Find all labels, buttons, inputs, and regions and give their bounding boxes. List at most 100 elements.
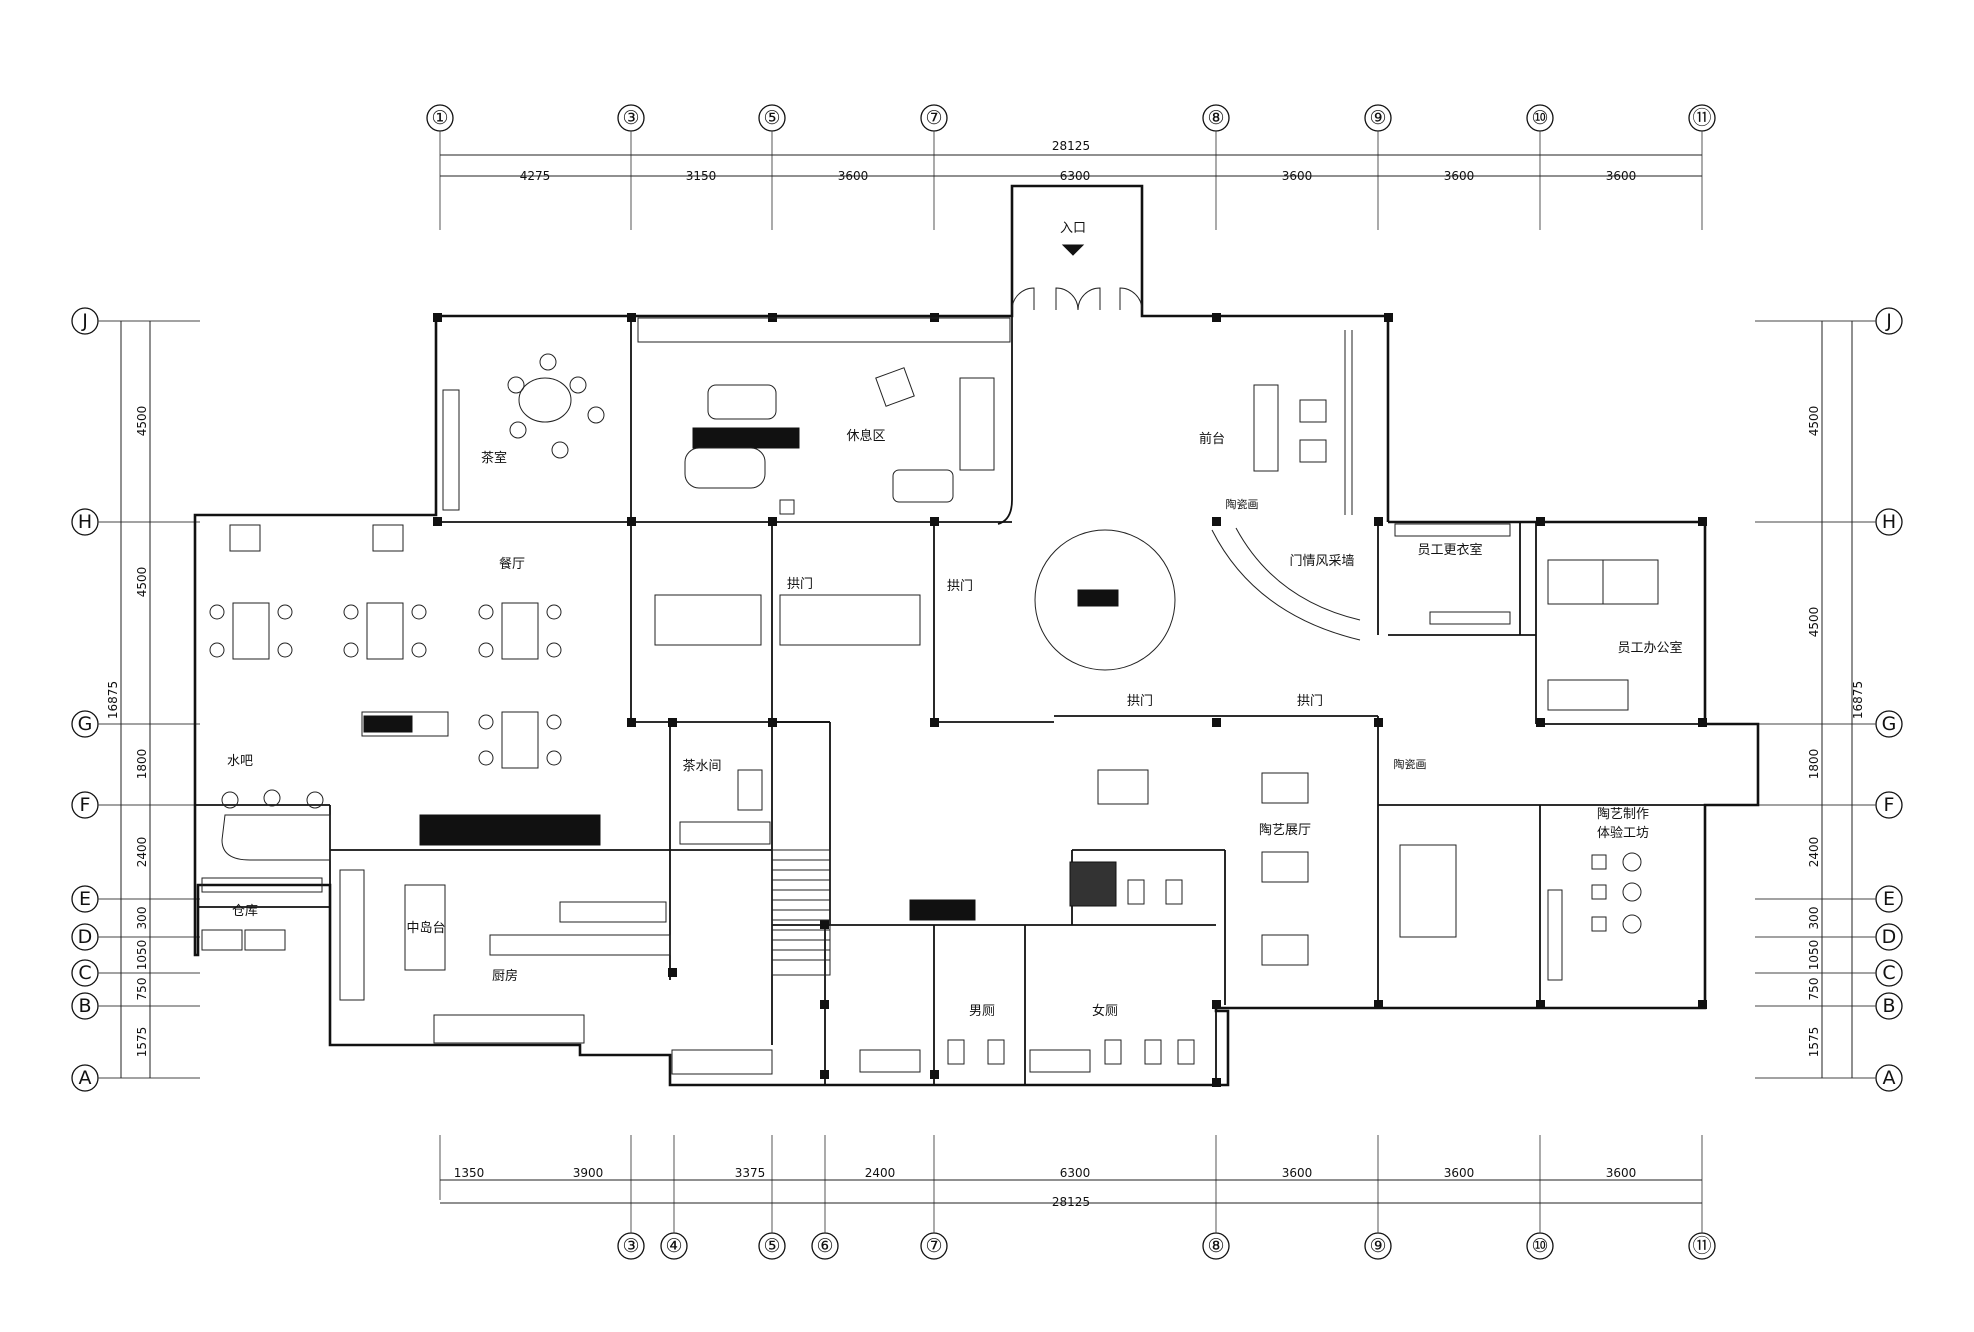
grid-bubble-top: ⑨ <box>1364 104 1392 132</box>
grid-bubble-right: J <box>1875 307 1903 335</box>
kitchen-equipment <box>339 814 773 1075</box>
dim-right-seg: 1800 <box>1807 749 1821 780</box>
dim-bottom-seg: 3600 <box>1606 1166 1637 1180</box>
label-ceramic-display-wall: 陶瓷画 <box>1226 497 1259 511</box>
reception-desk <box>1253 330 1353 515</box>
grid-bubble-top: ⑪ <box>1688 104 1716 132</box>
dim-left-seg: 1575 <box>135 1027 149 1058</box>
svg-text:J: J <box>81 310 88 332</box>
dim-top-seg: 3600 <box>838 169 869 183</box>
grid-bubble-right: G <box>1875 710 1903 738</box>
svg-text:E: E <box>1883 888 1895 910</box>
dim-right-seg: 1050 <box>1807 940 1821 971</box>
planter-strip <box>637 317 1011 343</box>
grid-bubble-top: ⑩ <box>1526 104 1554 132</box>
grid-bubble-right: E <box>1875 885 1903 913</box>
bottom-dimension-chain: 1350 3900 3375 2400 6300 3600 3600 3600 … <box>440 1166 1702 1209</box>
round-display <box>1034 529 1176 671</box>
grid-bubble-left: G <box>71 710 99 738</box>
water-bar-counter <box>201 789 331 893</box>
label-storage: 仓库 <box>232 903 258 919</box>
label-workshop-line2: 体验工坊 <box>1597 825 1649 841</box>
grid-bubble-top: ⑦ <box>920 104 948 132</box>
grid-bubble-top: ③ <box>617 104 645 132</box>
ceramic-display-tables <box>1097 769 1457 966</box>
svg-text:⑩: ⑩ <box>1531 1235 1548 1257</box>
dim-bottom-seg: 3600 <box>1444 1166 1475 1180</box>
label-pantry: 茶水间 <box>682 758 721 774</box>
top-dimension-chain: 28125 4275 3150 3600 6300 3600 3600 3600 <box>440 139 1702 183</box>
dim-right-seg: 2400 <box>1807 837 1821 868</box>
dim-top-total: 28125 <box>1052 139 1090 153</box>
dim-left-seg: 1800 <box>135 749 149 780</box>
svg-text:J: J <box>1885 310 1892 332</box>
label-womens-wc: 女厕 <box>1092 1003 1118 1019</box>
svg-text:③: ③ <box>622 1235 639 1257</box>
svg-text:⑦: ⑦ <box>925 107 942 129</box>
right-grid-axes: J H G F E D C B A <box>1875 307 1903 1092</box>
svg-text:F: F <box>1884 794 1895 816</box>
grid-bubble-top: ① <box>426 104 454 132</box>
dim-bottom-total: 28125 <box>1052 1195 1090 1209</box>
svg-text:B: B <box>1882 995 1895 1017</box>
grid-bubble-bottom: ⑦ <box>920 1232 948 1260</box>
svg-text:A: A <box>1883 1067 1896 1089</box>
grid-bubble-bottom: ④ <box>660 1232 688 1260</box>
grid-bubble-left: C <box>71 959 99 987</box>
dim-bottom-seg: 3900 <box>573 1166 604 1180</box>
room-labels: 入口 茶室 休息区 前台 餐厅 拱门 拱门 拱门 拱门 门情风采墙 陶瓷画 员工… <box>227 221 1683 1019</box>
dim-left-seg: 750 <box>135 978 149 1001</box>
svg-text:D: D <box>1882 926 1897 948</box>
svg-text:H: H <box>1882 511 1896 533</box>
grid-bubble-top: ⑤ <box>758 104 786 132</box>
label-entrance: 入口 <box>1060 221 1086 236</box>
entrance-doors <box>1011 244 1143 311</box>
label-arch-2: 拱门 <box>947 579 973 594</box>
grid-bubble-bottom: ⑧ <box>1202 1232 1230 1260</box>
dim-right-total: 16875 <box>1851 681 1865 719</box>
dim-right-seg: 750 <box>1807 978 1821 1001</box>
grid-bubble-right: C <box>1875 959 1903 987</box>
grid-bubble-bottom: ③ <box>617 1232 645 1260</box>
svg-text:⑨: ⑨ <box>1369 107 1386 129</box>
svg-text:⑪: ⑪ <box>1692 107 1711 129</box>
svg-text:H: H <box>78 511 92 533</box>
label-water-bar: 水吧 <box>227 754 253 769</box>
label-arch-3: 拱门 <box>1127 694 1153 709</box>
label-reception: 前台 <box>1199 431 1225 447</box>
grid-bubble-bottom: ⑨ <box>1364 1232 1392 1260</box>
grid-bubble-left: H <box>71 508 99 536</box>
left-dimension-chain: 16875 4500 4500 1800 2400 300 1050 750 1… <box>106 321 151 1078</box>
svg-text:⑦: ⑦ <box>925 1235 942 1257</box>
dim-bottom-seg: 1350 <box>454 1166 485 1180</box>
grid-bubble-left: D <box>71 923 99 951</box>
svg-text:⑧: ⑧ <box>1207 107 1224 129</box>
dim-top-seg: 3600 <box>1444 169 1475 183</box>
svg-text:C: C <box>1882 962 1895 984</box>
pantry-counter <box>679 769 771 845</box>
dim-bottom-seg: 2400 <box>865 1166 896 1180</box>
grid-bubble-left: A <box>71 1064 99 1092</box>
grid-bubble-bottom: ⑪ <box>1688 1232 1716 1260</box>
label-dining-hall: 餐厅 <box>499 556 525 572</box>
svg-text:⑤: ⑤ <box>763 107 780 129</box>
svg-text:⑩: ⑩ <box>1531 107 1548 129</box>
staircase <box>771 849 831 976</box>
dim-top-seg: 3600 <box>1606 169 1637 183</box>
dim-left-seg: 2400 <box>135 837 149 868</box>
svg-text:④: ④ <box>665 1235 682 1257</box>
dim-bottom-seg: 3375 <box>735 1166 766 1180</box>
grid-bubble-right: H <box>1875 508 1903 536</box>
svg-text:D: D <box>78 926 93 948</box>
dining-tables <box>209 524 562 769</box>
label-workshop-line1: 陶艺制作 <box>1597 806 1649 822</box>
grid-bubble-left: E <box>71 885 99 913</box>
grid-bubble-right: D <box>1875 923 1903 951</box>
grid-bubble-bottom: ⑥ <box>811 1232 839 1260</box>
top-grid-axes: ① ③ ⑤ ⑦ ⑧ ⑨ ⑩ ⑪ <box>426 104 1716 132</box>
dim-right-seg: 1575 <box>1807 1027 1821 1058</box>
svg-text:A: A <box>79 1067 92 1089</box>
structural-columns <box>433 313 1707 1087</box>
locker-shelves <box>1394 523 1511 625</box>
dim-top-seg: 6300 <box>1060 169 1091 183</box>
